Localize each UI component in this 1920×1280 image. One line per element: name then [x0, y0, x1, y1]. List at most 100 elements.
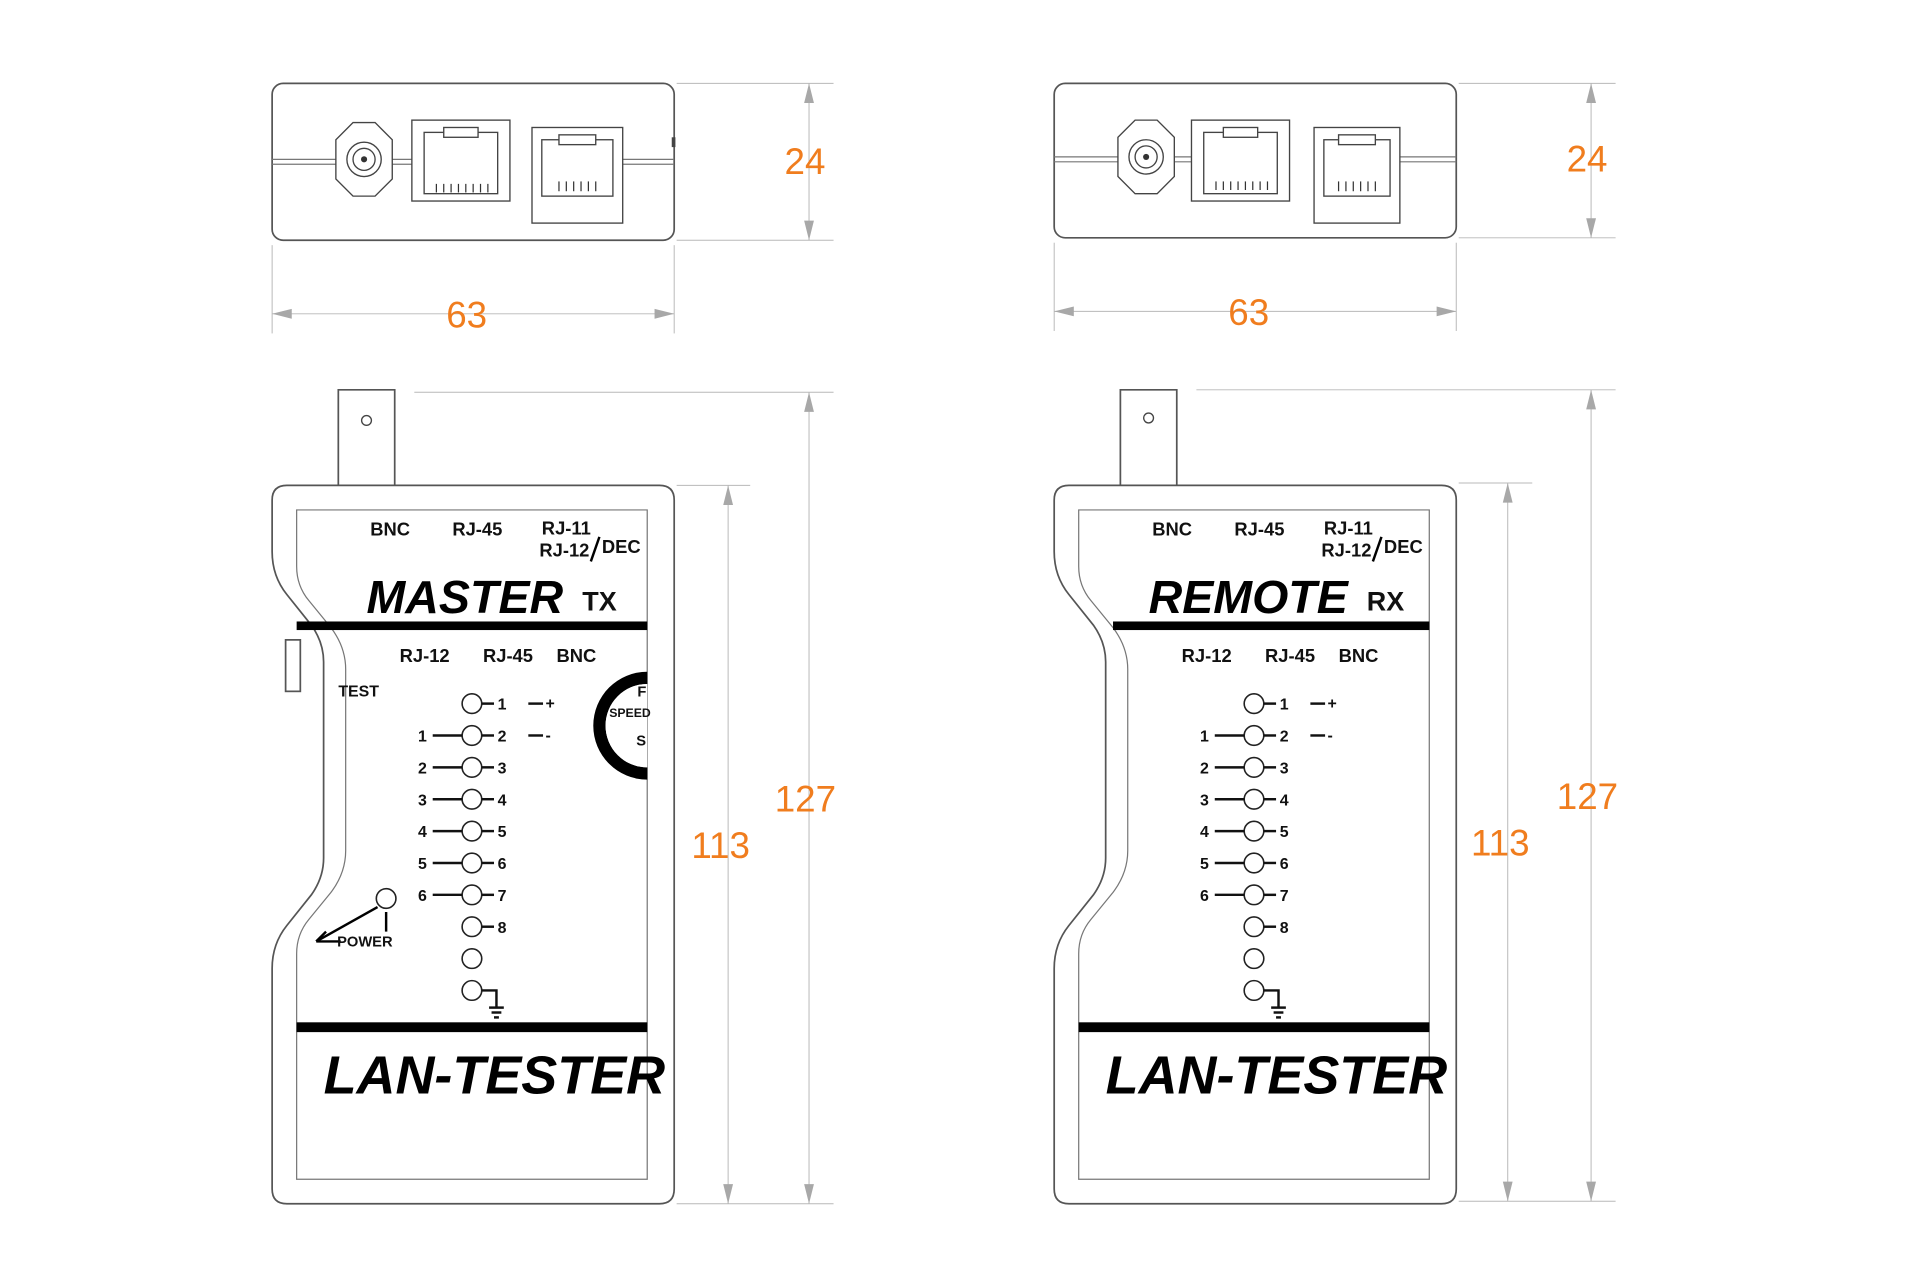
device-title: REMOTE — [1149, 571, 1350, 623]
rj45-label: RJ-45 — [483, 645, 533, 666]
pin-number-right: 2 — [498, 729, 507, 746]
dimension-total-label: 127 — [775, 778, 836, 819]
device-title: MASTER — [367, 571, 564, 623]
pin-number-left: 1 — [1200, 729, 1209, 746]
dec-label: DEC — [602, 536, 641, 557]
ground-icon — [481, 989, 504, 1019]
speed-fast-label: F — [637, 684, 646, 700]
led-indicator — [1243, 852, 1265, 874]
mode-label: TX — [582, 586, 616, 616]
rj45-port-icon — [1190, 119, 1291, 202]
bnc-label: BNC — [1152, 519, 1192, 540]
led-indicator — [1243, 756, 1265, 778]
speed-label: SPEED — [609, 706, 651, 720]
bnc-plus-label: + — [545, 696, 554, 713]
pin-number-left: 2 — [418, 760, 427, 777]
pin-number-right: 1 — [1280, 697, 1289, 714]
led-indicator — [461, 693, 483, 715]
rj11-label: RJ-11 — [1324, 517, 1373, 538]
rj11-label: RJ-11 — [542, 517, 591, 538]
bnc-connector-icon — [335, 121, 393, 197]
led-indicator — [1243, 820, 1265, 842]
pin-number-right: 3 — [498, 760, 507, 777]
side-switch — [671, 137, 676, 148]
pin-number-left: 5 — [418, 856, 427, 873]
top-view-master — [271, 82, 676, 242]
pin-number-left: 3 — [418, 792, 427, 809]
front-view-master: BNC RJ-45 RJ-11 RJ-12 DEC MASTER TX RJ-1… — [271, 388, 676, 1205]
pin-number-left: 3 — [1200, 792, 1209, 809]
rj12-label: RJ-12 — [1321, 540, 1371, 561]
pin-number-right: 1 — [498, 697, 507, 714]
divider-top — [1113, 621, 1430, 631]
dimension-width-label: 63 — [1228, 292, 1269, 333]
bnc-minus-label: - — [1328, 727, 1333, 744]
dimension-height-label: 24 — [1567, 139, 1608, 180]
mode-label: RX — [1367, 586, 1404, 616]
dimension-top-right: 24 63 — [1053, 82, 1616, 333]
pin-number-left: 5 — [1200, 856, 1209, 873]
led-indicator — [461, 916, 483, 938]
dimension-height-label: 24 — [785, 141, 826, 182]
pin-number-left: 2 — [1200, 760, 1209, 777]
rj12-label: RJ-12 — [1182, 645, 1232, 666]
bnc-label: BNC — [557, 645, 597, 666]
pin-number-right: 4 — [498, 792, 507, 809]
pin-number-left: 6 — [1200, 888, 1209, 905]
bnc-stub — [1119, 388, 1178, 486]
dimension-top-left: 24 63 — [271, 82, 834, 335]
lan-tester-title: LAN-TESTER — [1106, 1045, 1448, 1105]
led-indicator — [461, 979, 483, 1002]
led-indicator — [461, 884, 483, 906]
speed-dial[interactable]: F SPEED S — [593, 671, 651, 780]
power-indicator: POWER — [315, 887, 397, 950]
test-label: TEST — [338, 683, 379, 700]
led-indicator — [461, 947, 483, 970]
rj12-label: RJ-12 — [539, 540, 589, 561]
dec-label: DEC — [1384, 536, 1423, 557]
power-led — [375, 887, 397, 910]
led-indicator — [1243, 693, 1265, 715]
top-view-remote — [1053, 82, 1458, 239]
led-indicator — [1243, 947, 1265, 970]
pin-number-right: 3 — [1280, 760, 1289, 777]
dimension-front-right: 113 127 — [1196, 389, 1618, 1202]
rj45-label: RJ-45 — [1265, 645, 1315, 666]
divider-bottom — [1078, 1022, 1430, 1033]
rj11-port-icon — [531, 126, 624, 224]
pin-number-right: 2 — [1280, 729, 1289, 746]
led-indicator — [461, 724, 483, 747]
bnc-label: BNC — [370, 519, 410, 540]
rj45-port-icon — [411, 119, 511, 202]
pin-number-right: 6 — [498, 856, 507, 873]
rj11-port-icon — [1313, 126, 1401, 224]
test-button[interactable] — [284, 639, 302, 693]
led-indicator — [1243, 916, 1265, 938]
led-indicator — [1243, 788, 1265, 810]
dimension-width-label: 63 — [446, 294, 487, 335]
divider-bottom — [296, 1022, 648, 1033]
pin-number-right: 7 — [1280, 888, 1289, 905]
pin-number-left: 4 — [418, 824, 427, 841]
pin-number-right: 8 — [498, 920, 507, 937]
rj12-label: RJ-12 — [400, 645, 450, 666]
pin-number-right: 7 — [498, 888, 507, 905]
bnc-connector-icon — [1117, 119, 1175, 195]
led-indicator — [461, 788, 483, 810]
led-indicator — [1243, 979, 1265, 1002]
bnc-label: BNC — [1339, 645, 1379, 666]
power-label: POWER — [337, 934, 393, 950]
rj45-label: RJ-45 — [452, 519, 502, 540]
pin-number-right: 6 — [1280, 856, 1289, 873]
pin-number-right: 5 — [1280, 824, 1289, 841]
led-indicator — [461, 820, 483, 842]
led-indicator — [1243, 724, 1265, 747]
pin-number-right: 8 — [1280, 920, 1289, 937]
speed-slow-label: S — [636, 733, 646, 749]
rj45-label: RJ-45 — [1234, 519, 1284, 540]
bnc-plus-label: + — [1328, 696, 1337, 713]
pin-number-left: 4 — [1200, 824, 1209, 841]
